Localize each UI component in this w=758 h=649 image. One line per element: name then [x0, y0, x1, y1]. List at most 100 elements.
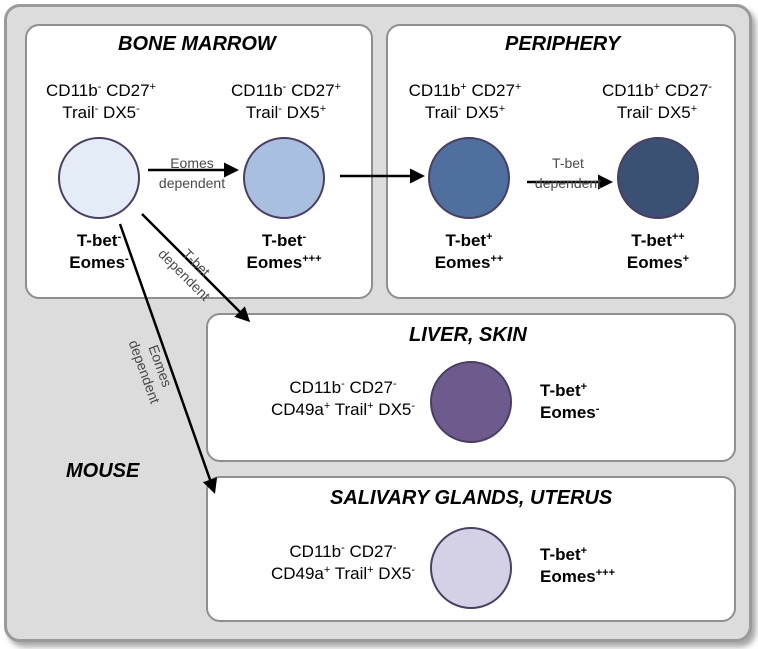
salivary-uterus-tf: T-bet+ Eomes+++ — [540, 544, 640, 588]
marker-name: CD11b — [231, 81, 283, 100]
per-cell1-circle — [428, 137, 510, 219]
species-label: MOUSE — [66, 460, 140, 482]
periphery-title: PERIPHERY — [505, 33, 621, 55]
bone-marrow-title: BONE MARROW — [118, 33, 276, 55]
marker-name: Eomes — [246, 253, 303, 272]
marker-name: Trail — [330, 564, 368, 583]
liver-skin-eomes: Eomes- — [540, 402, 640, 424]
per-cell2-markers: CD11b+ CD27- Trail- DX5+ — [592, 80, 722, 124]
per-cell1-marker-line2: Trail- DX5+ — [400, 102, 530, 124]
salivary-uterus-circle — [430, 527, 512, 609]
marker-expression: + — [149, 81, 156, 93]
tbet-dependent-line1: T-bet — [552, 155, 584, 171]
marker-name: CD11b — [46, 81, 98, 100]
marker-expression: - — [278, 103, 282, 115]
salivary-uterus-marker-line2: CD49a+ Trail+ DX5- — [248, 563, 438, 585]
marker-expression: + — [682, 253, 690, 265]
marker-name: Eomes — [626, 253, 683, 272]
marker-expression: - — [595, 403, 600, 415]
bm-cell2-tbet: T-bet- — [234, 230, 334, 252]
marker-expression: +++ — [595, 567, 616, 579]
marker-expression: - — [341, 378, 345, 390]
per-cell2-marker-line1: CD11b+ CD27- — [592, 80, 722, 102]
marker-name: Trail — [616, 103, 650, 122]
liver-skin-tf: T-bet+ Eomes- — [540, 380, 640, 424]
marker-expression: + — [323, 400, 331, 412]
marker-name: T-bet — [76, 231, 118, 250]
bm-cell2-eomes: Eomes+++ — [234, 252, 334, 274]
marker-expression: - — [649, 103, 653, 115]
marker-name: Trail — [424, 103, 458, 122]
per-cell1-eomes: Eomes++ — [419, 252, 519, 274]
marker-expression: ++ — [671, 231, 685, 243]
bm-cell1-tf: T-bet- Eomes- — [49, 230, 149, 274]
marker-expression: + — [367, 400, 374, 412]
marker-name: CD11b — [602, 81, 654, 100]
tbet-dependent-line2: dependent — [534, 175, 602, 191]
marker-name: DX5 — [373, 564, 412, 583]
marker-name: Eomes — [69, 253, 126, 272]
marker-expression: - — [282, 81, 287, 93]
bm-cell1-eomes: Eomes- — [49, 252, 149, 274]
marker-expression: + — [367, 564, 374, 576]
marker-expression: - — [457, 103, 461, 115]
bm-cell1-circle — [58, 137, 140, 219]
bm-cell1-markers: CD11b- CD27+ Trail- DX5- — [36, 80, 166, 124]
marker-name: Trail — [62, 103, 95, 122]
liver-skin-circle — [430, 361, 512, 443]
bm-cell1-marker-line1: CD11b- CD27+ — [36, 80, 166, 102]
bm-cell1-marker-line2: Trail- DX5- — [36, 102, 166, 124]
marker-name: DX5 — [652, 103, 691, 122]
per-cell1-tbet: T-bet+ — [419, 230, 519, 252]
marker-name: CD49a — [270, 400, 324, 419]
marker-expression: ++ — [490, 253, 504, 265]
marker-name: CD27 — [344, 378, 393, 397]
marker-name: CD11b — [408, 81, 461, 100]
bm-cell2-marker-line1: CD11b- CD27+ — [221, 80, 351, 102]
per-cell2-tf: T-bet++ Eomes+ — [608, 230, 708, 274]
marker-expression: + — [498, 103, 506, 115]
per-cell2-tbet: T-bet++ — [608, 230, 708, 252]
marker-expression: + — [323, 564, 331, 576]
marker-name: Eomes — [540, 403, 596, 422]
marker-name: Trail — [330, 400, 368, 419]
marker-expression: - — [117, 231, 122, 243]
marker-expression: +++ — [302, 253, 322, 265]
liver-skin-marker-line2: CD49a+ Trail+ DX5- — [248, 399, 438, 421]
marker-expression: + — [580, 545, 588, 557]
marker-expression: + — [334, 81, 341, 93]
liver-skin-marker-line1: CD11b- CD27- — [248, 377, 438, 399]
eomes-dependent-line1: Eomes — [170, 155, 214, 171]
marker-name: T-bet — [540, 545, 581, 564]
marker-name: Eomes — [434, 253, 491, 272]
salivary-uterus-marker-line1: CD11b- CD27- — [248, 541, 438, 563]
marker-expression: + — [319, 103, 327, 115]
marker-expression: - — [302, 231, 307, 243]
marker-name: Trail — [245, 103, 279, 122]
marker-expression: + — [580, 381, 588, 393]
marker-name: DX5 — [373, 400, 412, 419]
per-cell2-circle — [617, 137, 699, 219]
marker-name: DX5 — [460, 103, 499, 122]
marker-name: T-bet — [540, 381, 581, 400]
marker-expression: + — [486, 231, 493, 243]
marker-expression: - — [136, 103, 140, 115]
marker-expression: - — [392, 378, 397, 390]
marker-name: DX5 — [281, 103, 320, 122]
marker-expression: + — [690, 103, 698, 115]
marker-expression: + — [514, 81, 522, 93]
bm-cell2-markers: CD11b- CD27+ Trail- DX5+ — [221, 80, 351, 124]
per-cell1-tf: T-bet+ Eomes++ — [419, 230, 519, 274]
marker-expression: + — [460, 81, 467, 93]
salivary-uterus-eomes: Eomes+++ — [540, 566, 640, 588]
per-cell2-eomes: Eomes+ — [608, 252, 708, 274]
bm-cell2-marker-line2: Trail- DX5+ — [221, 102, 351, 124]
marker-name: T-bet — [445, 231, 487, 250]
salivary-uterus-tbet: T-bet+ — [540, 544, 640, 566]
marker-name: T-bet — [261, 231, 303, 250]
eomes-dependent-line2: dependent — [158, 175, 226, 191]
salivary-uterus-markers: CD11b- CD27- CD49a+ Trail+ DX5- — [248, 541, 438, 585]
marker-name: CD49a — [270, 564, 324, 583]
marker-expression: - — [411, 564, 416, 576]
marker-name: CD11b — [289, 378, 342, 397]
